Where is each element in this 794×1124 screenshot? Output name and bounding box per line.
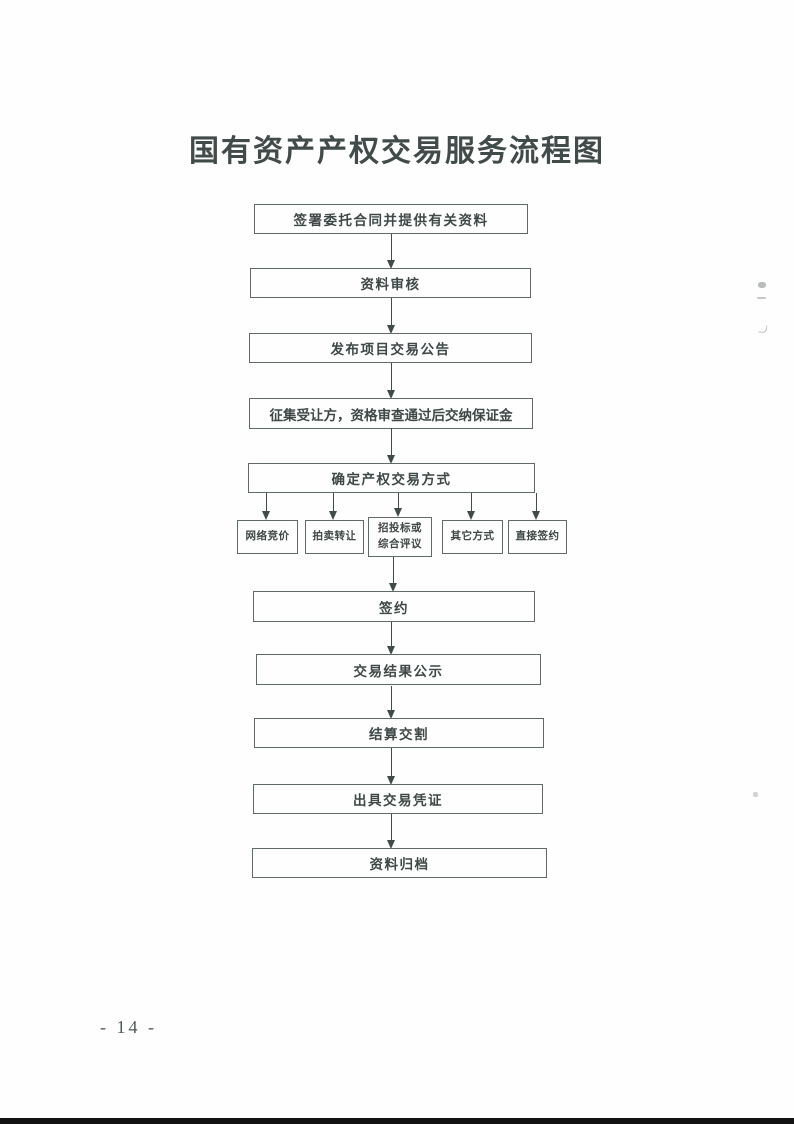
flow-step-determine-trade-method: 确定产权交易方式 <box>248 463 535 493</box>
scan-edge-band <box>0 1118 794 1124</box>
branch-label: 其它方式 <box>450 531 495 543</box>
flow-step-issue-certificate: 出具交易凭证 <box>253 784 543 814</box>
arrow-down-icon <box>467 493 476 520</box>
arrow-down-icon <box>329 493 338 520</box>
flow-step-publish-announcement: 发布项目交易公告 <box>249 333 532 363</box>
arrow-down-icon <box>262 493 271 520</box>
branch-tender-or-evaluation: 招投标或 综合评议 <box>368 517 432 557</box>
arrow-down-icon <box>387 686 396 719</box>
arrow-down-icon <box>387 428 396 464</box>
arrow-down-icon <box>387 363 396 399</box>
flow-step-sign-contract: 签约 <box>253 591 535 622</box>
flow-step-label: 确定产权交易方式 <box>331 472 452 487</box>
page-number: - 14 - <box>100 1017 157 1037</box>
arrow-down-icon <box>387 814 396 849</box>
flow-step-label: 签约 <box>379 600 409 616</box>
scan-speck <box>758 324 768 334</box>
flow-step-label: 交易结果公示 <box>353 663 444 679</box>
flow-step-label: 发布项目交易公告 <box>330 342 451 357</box>
flow-step-settlement-delivery: 结算交割 <box>254 718 544 748</box>
arrow-down-icon <box>387 298 396 334</box>
flow-step-material-review: 资料审核 <box>250 268 531 298</box>
flow-step-label: 资料审核 <box>360 277 421 292</box>
flow-step-label: 出具交易凭证 <box>353 793 443 808</box>
branch-label: 拍卖转让 <box>312 531 357 543</box>
arrow-down-icon <box>394 493 403 517</box>
branch-other-methods: 其它方式 <box>442 520 503 554</box>
flow-step-result-publicity: 交易结果公示 <box>256 654 541 685</box>
arrow-down-icon <box>387 748 396 785</box>
flow-step-label: 征集受让方，资格审查通过后交纳保证金 <box>269 407 513 423</box>
branch-auction-transfer: 拍卖转让 <box>305 520 364 554</box>
arrow-down-icon <box>532 493 541 520</box>
scan-speck <box>758 282 766 288</box>
flow-step-sign-entrust-contract: 签署委托合同并提供有关资料 <box>254 204 528 234</box>
branch-label: 招投标或 综合评议 <box>378 523 422 550</box>
scan-speck <box>757 297 766 299</box>
page-title: 国有资产产权交易服务流程图 <box>189 135 605 168</box>
flow-step-label: 签署委托合同并提供有关资料 <box>293 213 489 228</box>
branch-direct-signing: 直接签约 <box>508 520 567 554</box>
scan-speck <box>753 792 758 797</box>
branch-label: 网络竞价 <box>245 531 290 543</box>
branch-label: 直接签约 <box>515 531 560 543</box>
arrow-down-icon <box>387 234 396 269</box>
branch-online-bidding: 网络竞价 <box>237 520 298 554</box>
flow-step-archive-materials: 资料归档 <box>252 848 547 878</box>
arrow-down-icon <box>387 622 396 655</box>
flow-step-label: 资料归档 <box>369 857 430 872</box>
flow-step-solicit-transferees: 征集受让方，资格审查通过后交纳保证金 <box>249 398 533 429</box>
flow-step-label: 结算交割 <box>369 727 429 742</box>
arrow-down-icon <box>389 557 398 592</box>
